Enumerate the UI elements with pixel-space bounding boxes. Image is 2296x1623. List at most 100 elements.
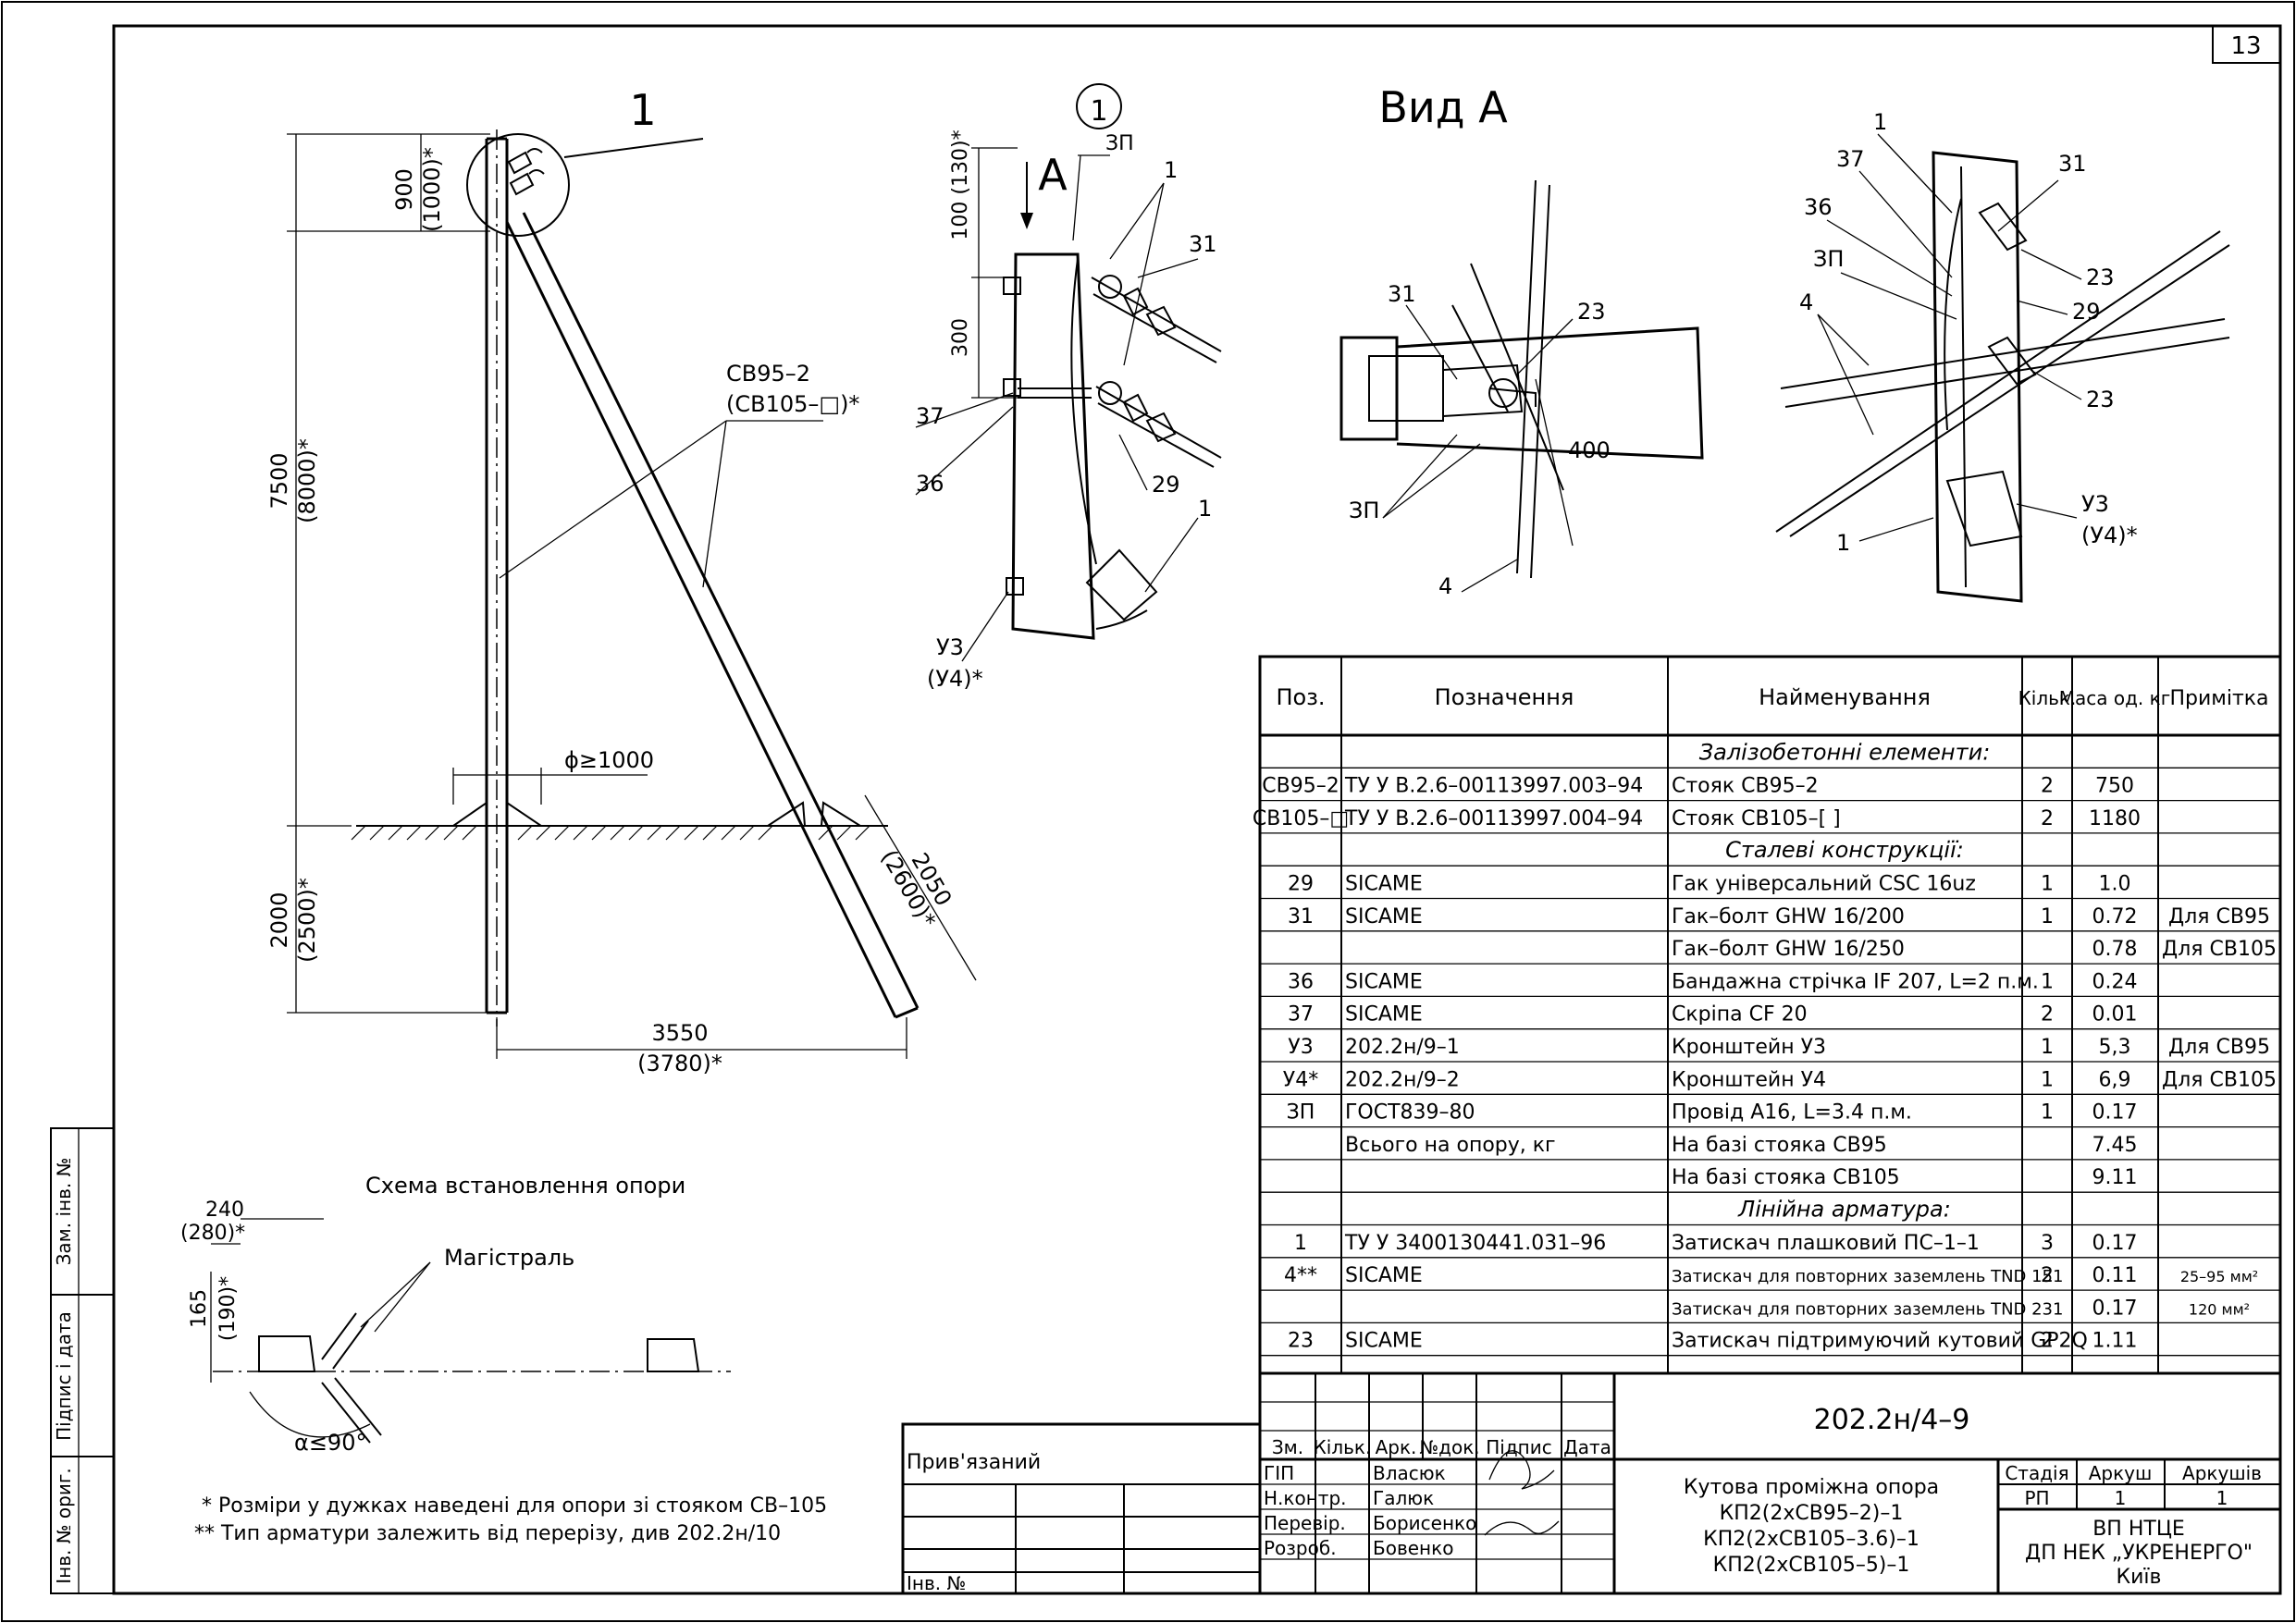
spec-cell-name: Гак універсальний CSC 16uz bbox=[1672, 873, 1976, 896]
iso-label-zp: ЗП bbox=[1813, 246, 1844, 272]
spec-cell-qty: 2 bbox=[2041, 1003, 2054, 1027]
installation-scheme: Схема встановлення опори 240 (280)* 165 … bbox=[180, 1173, 731, 1456]
inv-label: Інв. № bbox=[907, 1572, 966, 1594]
tied-label: Прив'язаний bbox=[907, 1451, 1041, 1474]
name-checked: Борисенко bbox=[1373, 1512, 1476, 1534]
scheme-main-line: Магістраль bbox=[444, 1245, 574, 1271]
spec-cell-name: Провід А16, L=3.4 п.м. bbox=[1672, 1101, 1912, 1125]
title-line-4: КП2(2хСВ105–5)–1 bbox=[1713, 1554, 1910, 1577]
spec-cell-qty: 2 bbox=[2041, 807, 2054, 830]
iso-label-1a: 1 bbox=[1873, 109, 1887, 135]
spec-cell-mass: 0.11 bbox=[2092, 1264, 2138, 1287]
col-mass-header: Маса од. кг bbox=[2059, 687, 2171, 709]
spec-cell-mass: 1.11 bbox=[2092, 1330, 2138, 1353]
col-note-header: Примітка bbox=[2169, 687, 2268, 710]
spec-cell-qty: 1 bbox=[2041, 1036, 2054, 1059]
spec-cell-name: Затискач плашковий ПС–1–1 bbox=[1672, 1232, 1980, 1255]
pole-label-alt: (СВ105–□)* bbox=[726, 391, 859, 417]
role-norm-control: Н.контр. bbox=[1264, 1487, 1347, 1509]
dim-100: 100 (130)* bbox=[949, 129, 972, 240]
spec-cell-note: Для СВ105 bbox=[2162, 1068, 2277, 1091]
iso-label-1b: 1 bbox=[1836, 530, 1850, 556]
iso-label-37: 37 bbox=[1836, 146, 1865, 172]
spec-cell-mass: 1180 bbox=[2089, 807, 2141, 830]
view-a-label-4: 4 bbox=[1438, 573, 1452, 599]
spec-cell-mass: 5,3 bbox=[2099, 1036, 2131, 1059]
detail-label-1a: 1 bbox=[1164, 157, 1178, 183]
spec-cell-mass: 0.17 bbox=[2092, 1101, 2138, 1125]
sheet-number: 13 bbox=[2230, 32, 2261, 60]
role-checked: Перевір. bbox=[1264, 1512, 1346, 1534]
iso-label-4: 4 bbox=[1799, 289, 1813, 315]
spec-cell-name: Бандажна стрічка IF 207, L=2 п.м. bbox=[1672, 970, 2039, 993]
dim-base-alt: (3780)* bbox=[637, 1051, 722, 1076]
view-a: Вид А 400 31 23 ЗП 4 bbox=[1339, 82, 1704, 599]
org-line-3: Київ bbox=[2117, 1566, 2162, 1589]
spec-cell-des: 202.2н/9–2 bbox=[1345, 1068, 1460, 1091]
iso-label-23b: 23 bbox=[2086, 387, 2115, 412]
dim-ground-alt: (2500)* bbox=[294, 878, 320, 963]
iso-label-31: 31 bbox=[2058, 151, 2087, 177]
spec-cell-des: SICAME bbox=[1345, 1330, 1423, 1353]
note-2: ** Тип арматури залежить від перерізу, д… bbox=[194, 1522, 781, 1545]
rev-header-signature: Підпис bbox=[1486, 1436, 1552, 1458]
rev-header-change: Зм. bbox=[1272, 1436, 1303, 1458]
dim-height: 7500 bbox=[266, 452, 292, 509]
dim-ground: 2000 bbox=[266, 891, 292, 948]
stamp-replace-inv: Зам. інв. № bbox=[53, 1158, 75, 1266]
spec-cell-des: SICAME bbox=[1345, 905, 1423, 928]
spec-cell-des: SICAME bbox=[1345, 1264, 1423, 1287]
isometric-view: 1 37 31 36 ЗП 23 4 29 23 У3 (У4)* 1 bbox=[1775, 109, 2230, 603]
sheets-value: 1 bbox=[2216, 1487, 2228, 1509]
spec-cell-des: ТУ У 3400130441.031–96 bbox=[1344, 1232, 1606, 1255]
spec-cell-pos: 4** bbox=[1284, 1264, 1317, 1287]
spec-cell-note: 25–95 мм² bbox=[2180, 1268, 2258, 1285]
spec-cell-pos: СВ95–2 bbox=[1262, 775, 1339, 798]
iso-label-u4: (У4)* bbox=[2081, 523, 2138, 548]
rev-header-sheet: Арк. bbox=[1376, 1436, 1417, 1458]
sheet-header: Аркуш bbox=[2089, 1462, 2153, 1484]
spec-cell-qty: 2 bbox=[2041, 1264, 2054, 1287]
spec-cell-pos: СВ105–□ bbox=[1253, 807, 1349, 830]
spec-cell-pos: 37 bbox=[1288, 1003, 1314, 1027]
name-developed: Бовенко bbox=[1373, 1537, 1453, 1559]
iso-label-36: 36 bbox=[1804, 194, 1833, 220]
spec-cell-des: ГОСТ839–80 bbox=[1345, 1101, 1475, 1125]
detail-view-1: 1 А 100 (130)* 300 ЗП 1 bbox=[915, 83, 1222, 692]
view-a-title: Вид А bbox=[1378, 82, 1508, 132]
detail-circle-label: 1 bbox=[1090, 95, 1107, 128]
spec-cell-name: Стояк СВ95–2 bbox=[1672, 775, 1819, 798]
stamp-orig-inv: Інв. № ориг. bbox=[53, 1468, 75, 1583]
scheme-dim-165: 165 bbox=[188, 1289, 211, 1328]
spec-cell-des: SICAME bbox=[1345, 873, 1423, 896]
dim-top-alt: (1000)* bbox=[419, 147, 445, 232]
spec-cell-note: Для СВ95 bbox=[2168, 905, 2270, 928]
org-line-2: ДП НЕК „УКРЕНЕРГО" bbox=[2025, 1542, 2253, 1565]
side-stamp: Зам. інв. № Підпис і дата Інв. № ориг. bbox=[50, 1127, 115, 1594]
role-chief-engineer: ГІП bbox=[1264, 1462, 1294, 1484]
detail-label-zp: ЗП bbox=[1105, 132, 1134, 155]
spec-cell-mass: 0.72 bbox=[2092, 905, 2138, 928]
detail-label-29: 29 bbox=[1152, 472, 1180, 498]
spec-cell-name: Затискач підтримуючий кутовий GP2Q bbox=[1672, 1330, 2088, 1353]
spec-section-heading: Лінійна арматура: bbox=[1737, 1197, 1951, 1223]
iso-label-23a: 23 bbox=[2086, 264, 2115, 290]
spec-cell-name: Затискач для повторних заземлень TND 151 bbox=[1672, 1267, 2063, 1286]
detail-label-37: 37 bbox=[916, 403, 944, 429]
spec-cell-des: SICAME bbox=[1345, 970, 1423, 993]
view-a-label-31: 31 bbox=[1388, 281, 1416, 307]
detail-mark-label: 1 bbox=[629, 85, 656, 135]
spec-cell-note: Для СВ105 bbox=[2162, 938, 2277, 961]
spec-cell-note: Для СВ95 bbox=[2168, 1036, 2270, 1059]
spec-cell-name: Гак–болт GHW 16/250 bbox=[1672, 938, 1905, 961]
detail-label-1b: 1 bbox=[1198, 496, 1212, 522]
rev-header-doc: №док. bbox=[1419, 1436, 1479, 1458]
spec-cell-mass: 0.24 bbox=[2092, 970, 2138, 993]
spec-cell-pos: У4* bbox=[1283, 1068, 1318, 1091]
spec-section-heading: Залізобетонні елементи: bbox=[1699, 739, 1991, 765]
org-line-1: ВП НТЦЕ bbox=[2092, 1518, 2185, 1541]
spec-cell-pos: У3 bbox=[1288, 1036, 1313, 1059]
title-line-1: Кутова проміжна опора bbox=[1684, 1476, 1939, 1499]
spec-cell-pos: ЗП bbox=[1287, 1101, 1315, 1125]
detail-label-31: 31 bbox=[1189, 231, 1217, 257]
